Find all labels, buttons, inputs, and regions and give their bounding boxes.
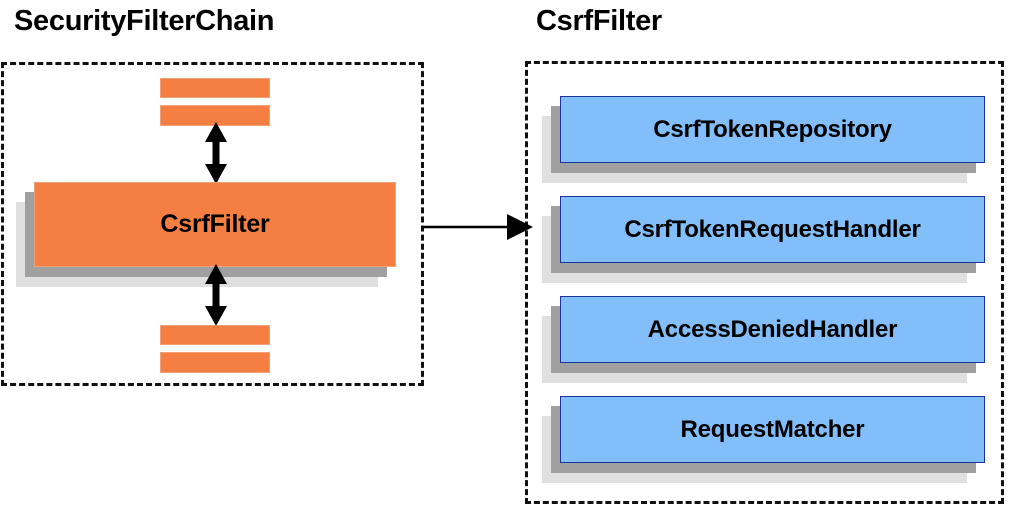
page-title-csrf-filter: CsrfFilter xyxy=(536,5,662,37)
csrf-filter-container xyxy=(525,61,1004,504)
bidirectional-arrow-up-icon xyxy=(205,122,227,184)
component-label-csrf-token-request-handler: CsrfTokenRequestHandler xyxy=(560,196,985,263)
filter-bar-below-2 xyxy=(160,352,270,373)
filter-bar-above-1 xyxy=(160,78,270,98)
security-filter-chain-container xyxy=(1,62,424,386)
component-label-request-matcher: RequestMatcher xyxy=(560,396,985,463)
component-csrf-filter[interactable]: CsrfFilter xyxy=(16,182,396,287)
component-access-denied-handler[interactable]: AccessDeniedHandler xyxy=(542,296,985,383)
component-label-csrf-filter: CsrfFilter xyxy=(34,182,396,267)
page-title-security-filter-chain: SecurityFilterChain xyxy=(14,5,275,37)
component-label-csrf-token-repository: CsrfTokenRepository xyxy=(560,96,985,163)
bidirectional-arrow-down-icon xyxy=(205,264,227,326)
component-csrf-token-repository[interactable]: CsrfTokenRepository xyxy=(542,96,985,183)
component-label-access-denied-handler: AccessDeniedHandler xyxy=(560,296,985,363)
component-request-matcher[interactable]: RequestMatcher xyxy=(542,396,985,483)
filter-bar-below-1 xyxy=(160,325,270,345)
connector-arrow-right-icon xyxy=(421,214,533,240)
component-csrf-token-request-handler[interactable]: CsrfTokenRequestHandler xyxy=(542,196,985,283)
